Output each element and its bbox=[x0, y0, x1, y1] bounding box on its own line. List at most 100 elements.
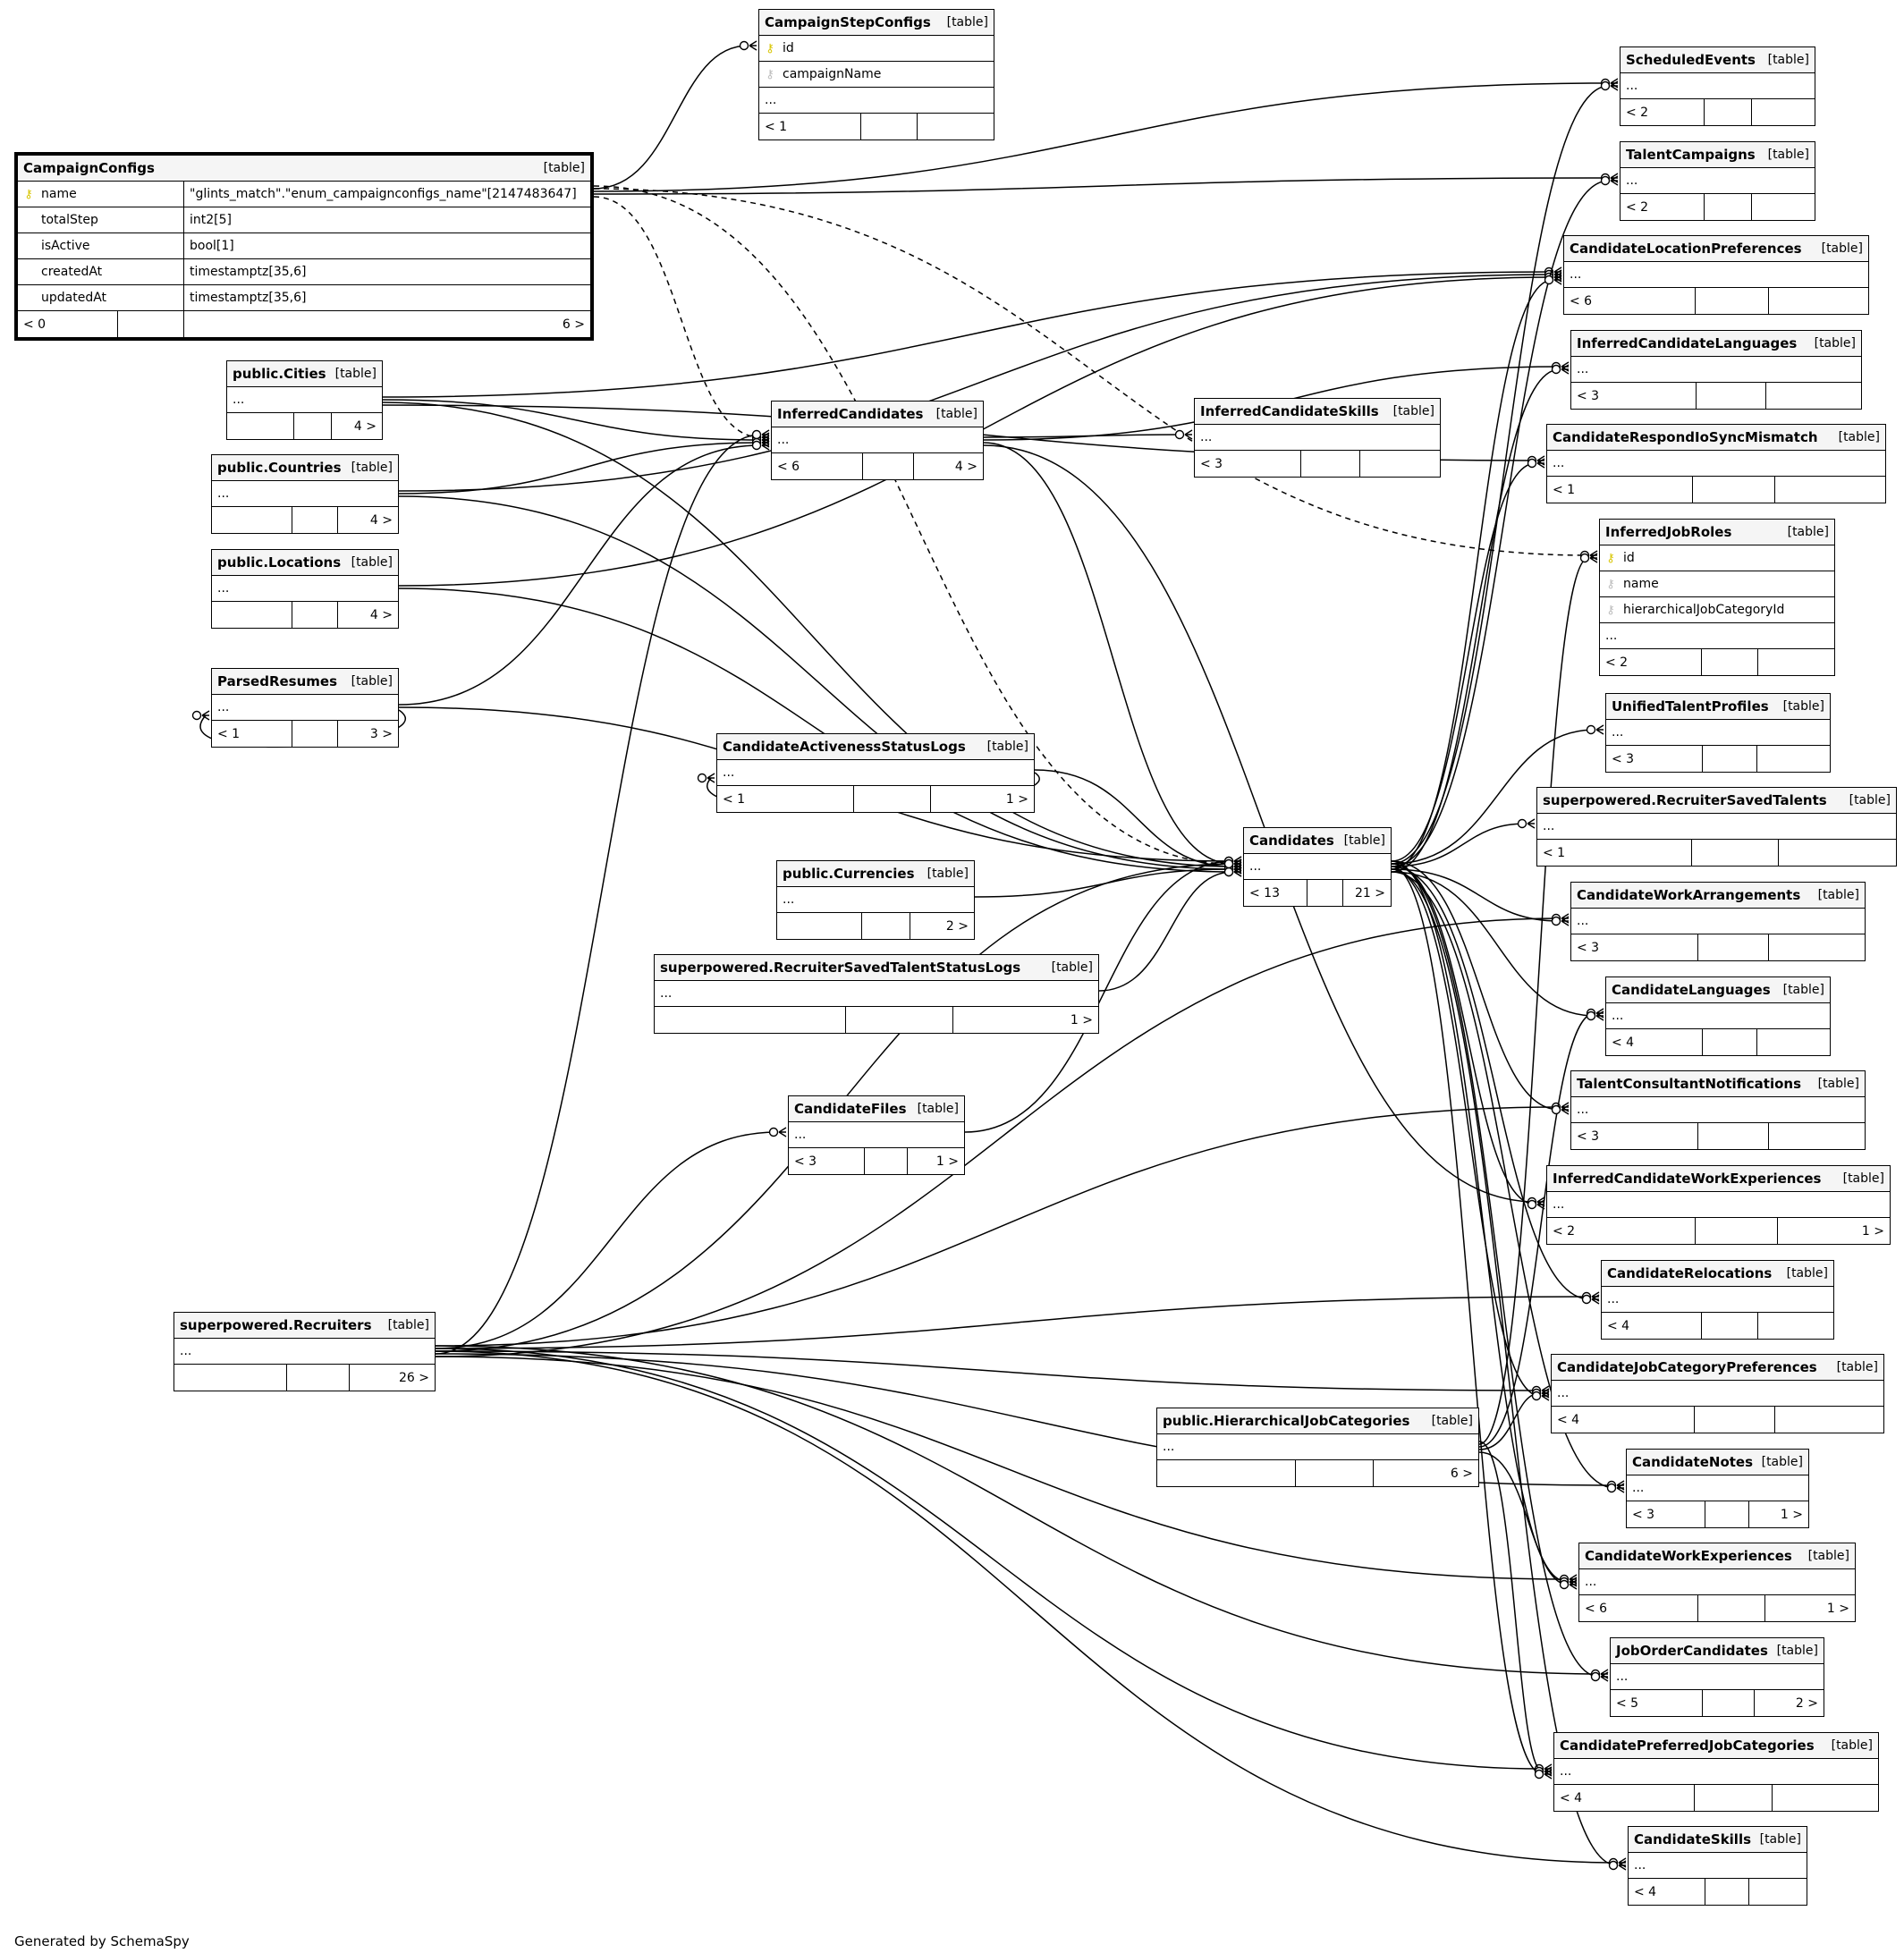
children-count[interactable] bbox=[1752, 99, 1815, 125]
column-row[interactable]: ... bbox=[1537, 814, 1896, 840]
columns-count[interactable] bbox=[1703, 746, 1757, 772]
parents-count[interactable]: < 3 bbox=[1627, 1501, 1706, 1527]
children-count[interactable] bbox=[1769, 934, 1865, 960]
parents-count[interactable]: < 2 bbox=[1621, 99, 1705, 125]
parents-count[interactable]: < 1 bbox=[717, 786, 855, 812]
column-row[interactable]: ... bbox=[1600, 623, 1834, 649]
parents-count[interactable]: < 6 bbox=[1579, 1595, 1699, 1621]
column-row[interactable]: ... bbox=[1621, 73, 1815, 99]
column-row[interactable]: ... bbox=[1157, 1434, 1478, 1460]
column-row[interactable]: ... bbox=[1602, 1287, 1833, 1313]
table-candidaterespondiosyncmismatch[interactable]: CandidateRespondIoSyncMismatch[table]...… bbox=[1546, 424, 1886, 503]
column-row[interactable]: ... bbox=[759, 88, 994, 114]
columns-count[interactable] bbox=[1702, 1313, 1758, 1339]
children-count[interactable]: 21 > bbox=[1355, 885, 1385, 900]
children-count[interactable]: 6 > bbox=[1450, 1466, 1473, 1481]
parents-count[interactable]: < 13 bbox=[1244, 880, 1308, 906]
parents-count[interactable]: < 2 bbox=[1621, 194, 1705, 220]
table-hierarchicaljobcategories[interactable]: public.HierarchicalJobCategories[table].… bbox=[1156, 1408, 1479, 1487]
table-inferredjobroles[interactable]: InferredJobRoles[table]⚷id⚷name⚷hierarch… bbox=[1599, 519, 1835, 676]
column-row[interactable]: ... bbox=[777, 887, 974, 913]
column-row[interactable]: ⚷campaignName bbox=[759, 62, 994, 88]
table-header[interactable]: CampaignConfigs[table] bbox=[18, 156, 590, 182]
table-inferredcandidatelanguages[interactable]: InferredCandidateLanguages[table]...< 3 bbox=[1570, 330, 1862, 410]
table-inferredcandidateskills[interactable]: InferredCandidateSkills[table]...< 3 bbox=[1194, 398, 1441, 478]
columns-count[interactable] bbox=[846, 1007, 953, 1033]
column-row[interactable]: ... bbox=[1606, 720, 1830, 746]
table-candidatelanguages[interactable]: CandidateLanguages[table]...< 4 bbox=[1605, 976, 1831, 1056]
columns-count[interactable] bbox=[1702, 649, 1758, 675]
children-count[interactable] bbox=[918, 114, 994, 140]
columns-count[interactable] bbox=[862, 913, 910, 939]
table-header[interactable]: CandidateFiles[table] bbox=[789, 1096, 964, 1122]
parents-count[interactable] bbox=[212, 602, 293, 628]
table-header[interactable]: CandidateActivenessStatusLogs[table] bbox=[717, 734, 1034, 760]
children-count[interactable]: 2 > bbox=[1795, 1695, 1818, 1711]
column-row[interactable]: ... bbox=[1547, 451, 1885, 477]
columns-count[interactable] bbox=[854, 786, 931, 812]
children-count[interactable] bbox=[1766, 383, 1861, 409]
table-header[interactable]: public.HierarchicalJobCategories[table] bbox=[1157, 1408, 1478, 1434]
table-candidatelocationpreferences[interactable]: CandidateLocationPreferences[table]...< … bbox=[1563, 235, 1869, 315]
column-row[interactable]: ... bbox=[1564, 262, 1868, 288]
children-count[interactable]: 1 > bbox=[1005, 791, 1028, 807]
columns-count[interactable] bbox=[1695, 1407, 1775, 1433]
column-row[interactable]: ⚷id bbox=[1600, 545, 1834, 571]
table-recruitersavedtalents[interactable]: superpowered.RecruiterSavedTalents[table… bbox=[1536, 787, 1897, 867]
table-header[interactable]: TalentCampaigns[table] bbox=[1621, 142, 1815, 168]
column-row[interactable]: ... bbox=[717, 760, 1034, 786]
table-countries[interactable]: public.Countries[table]...4 > bbox=[211, 454, 399, 534]
parents-count[interactable]: < 6 bbox=[772, 453, 864, 479]
children-count[interactable]: 4 > bbox=[954, 459, 977, 474]
table-currencies[interactable]: public.Currencies[table]...2 > bbox=[776, 860, 975, 940]
columns-count[interactable] bbox=[1695, 1785, 1773, 1811]
columns-count[interactable] bbox=[1705, 194, 1752, 220]
table-header[interactable]: InferredCandidates[table] bbox=[772, 402, 983, 427]
table-candidateskills[interactable]: CandidateSkills[table]...< 4 bbox=[1628, 1826, 1807, 1906]
columns-count[interactable] bbox=[292, 507, 338, 533]
children-count[interactable] bbox=[1757, 1029, 1830, 1055]
columns-count[interactable] bbox=[865, 1148, 908, 1174]
table-header[interactable]: ScheduledEvents[table] bbox=[1621, 47, 1815, 73]
children-count[interactable]: 4 > bbox=[369, 607, 393, 622]
parents-count[interactable]: < 5 bbox=[1611, 1690, 1704, 1716]
children-count[interactable] bbox=[1775, 477, 1885, 503]
parents-count[interactable]: < 3 bbox=[1195, 451, 1301, 477]
parents-count[interactable] bbox=[174, 1365, 287, 1391]
children-count[interactable] bbox=[1773, 1785, 1878, 1811]
children-count[interactable]: 26 > bbox=[399, 1370, 429, 1385]
parents-count[interactable]: < 4 bbox=[1552, 1407, 1696, 1433]
table-header[interactable]: InferredCandidateLanguages[table] bbox=[1571, 331, 1861, 357]
parents-count[interactable]: < 3 bbox=[1571, 383, 1697, 409]
table-campaignconfigs[interactable]: CampaignConfigs[table]⚷name"glints_match… bbox=[14, 152, 594, 341]
parents-count[interactable]: < 1 bbox=[1537, 840, 1693, 866]
column-row[interactable]: ... bbox=[1579, 1569, 1855, 1595]
table-campaignstepconfigs[interactable]: CampaignStepConfigs[table]⚷id⚷campaignNa… bbox=[758, 9, 994, 140]
table-header[interactable]: InferredCandidateWorkExperiences[table] bbox=[1547, 1166, 1890, 1192]
columns-count[interactable] bbox=[287, 1365, 351, 1391]
table-recruitersavedtalentstatuslogs[interactable]: superpowered.RecruiterSavedTalentStatusL… bbox=[654, 954, 1099, 1034]
table-header[interactable]: CandidateWorkExperiences[table] bbox=[1579, 1543, 1855, 1569]
table-locations[interactable]: public.Locations[table]...4 > bbox=[211, 549, 399, 629]
columns-count[interactable] bbox=[1696, 1218, 1778, 1244]
column-row[interactable]: ... bbox=[1547, 1192, 1890, 1218]
column-row[interactable]: ... bbox=[1571, 357, 1861, 383]
table-header[interactable]: InferredCandidateSkills[table] bbox=[1195, 399, 1440, 425]
columns-count[interactable] bbox=[1307, 880, 1344, 906]
table-header[interactable]: UnifiedTalentProfiles[table] bbox=[1606, 694, 1830, 720]
columns-count[interactable] bbox=[1693, 477, 1775, 503]
table-header[interactable]: public.Cities[table] bbox=[227, 361, 382, 387]
parents-count[interactable]: < 6 bbox=[1564, 288, 1697, 314]
parents-count[interactable]: < 3 bbox=[1571, 934, 1698, 960]
table-candidatepreferredjobcategories[interactable]: CandidatePreferredJobCategories[table]..… bbox=[1553, 1732, 1879, 1812]
table-header[interactable]: CandidateNotes[table] bbox=[1627, 1450, 1808, 1475]
table-cities[interactable]: public.Cities[table]...4 > bbox=[226, 360, 383, 440]
children-count[interactable]: 3 > bbox=[369, 726, 393, 741]
columns-count[interactable] bbox=[1703, 1690, 1755, 1716]
